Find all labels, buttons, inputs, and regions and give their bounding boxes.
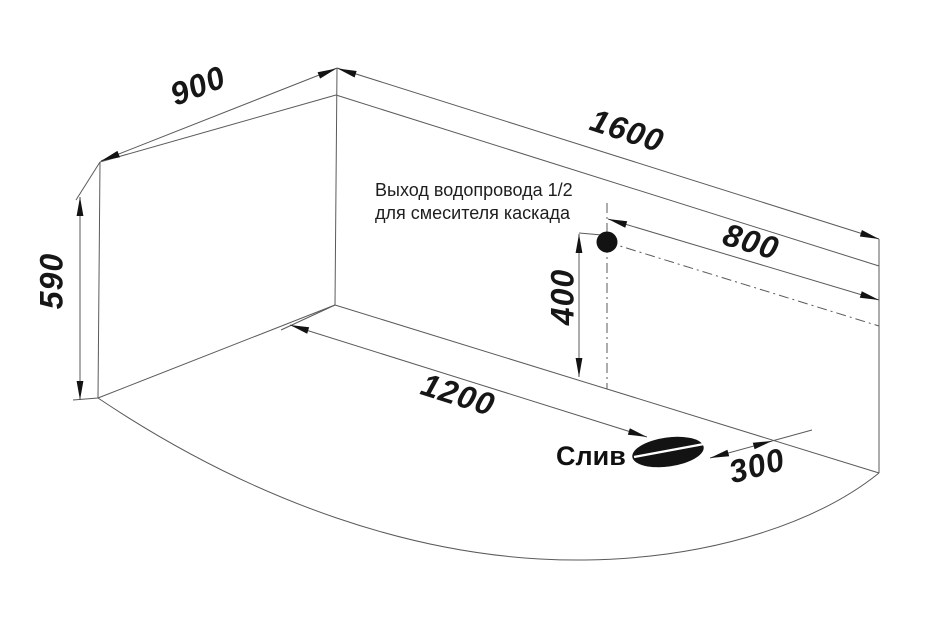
dimension-arrowhead <box>627 428 647 437</box>
dimension-arrowhead <box>859 230 879 239</box>
dimension-arrowhead <box>76 197 84 216</box>
dimension-arrowhead <box>710 449 730 458</box>
dimension-arrowhead <box>101 150 120 161</box>
drawing-line <box>97 161 101 399</box>
drawing-line <box>335 94 880 267</box>
outlet-annotation-line1: Выход водопровода 1/2 <box>375 180 573 200</box>
dimension-arrowhead <box>859 291 879 300</box>
drawing-line <box>75 161 101 201</box>
outlet-annotation: Выход водопровода 1/2 для смесителя каск… <box>375 179 573 225</box>
drawing-line <box>607 218 880 301</box>
dim-label-590: 590 <box>33 252 70 310</box>
drawing-line <box>334 67 338 306</box>
drawing-line <box>280 304 336 331</box>
center-line <box>606 241 880 327</box>
drawing-line <box>100 67 338 162</box>
drawing-line <box>72 397 99 401</box>
drawing-line <box>336 67 880 240</box>
tub-front-edge-arc <box>97 397 880 561</box>
dimension-arrowhead <box>337 68 357 78</box>
drawing-line <box>578 232 603 236</box>
drawing-line <box>97 304 336 399</box>
dimension-arrowhead <box>575 358 583 377</box>
dimension-arrowhead <box>752 441 772 450</box>
drain-ellipse <box>632 436 704 468</box>
drawing-line <box>771 429 813 442</box>
dimension-arrowhead <box>608 219 628 228</box>
dim-label-400: 400 <box>544 268 581 326</box>
dimension-arrowhead <box>317 68 337 79</box>
dimension-arrowhead <box>76 381 84 400</box>
dimension-arrowhead <box>575 234 583 253</box>
drawing-line <box>289 324 648 438</box>
drawing-line <box>99 94 337 163</box>
drain-streak-line <box>633 442 705 459</box>
drain-label: Слив <box>556 441 626 471</box>
dimension-arrowhead <box>290 325 310 334</box>
water-outlet-dot <box>596 231 618 253</box>
outlet-annotation-line2: для смесителя каскада <box>375 203 570 223</box>
